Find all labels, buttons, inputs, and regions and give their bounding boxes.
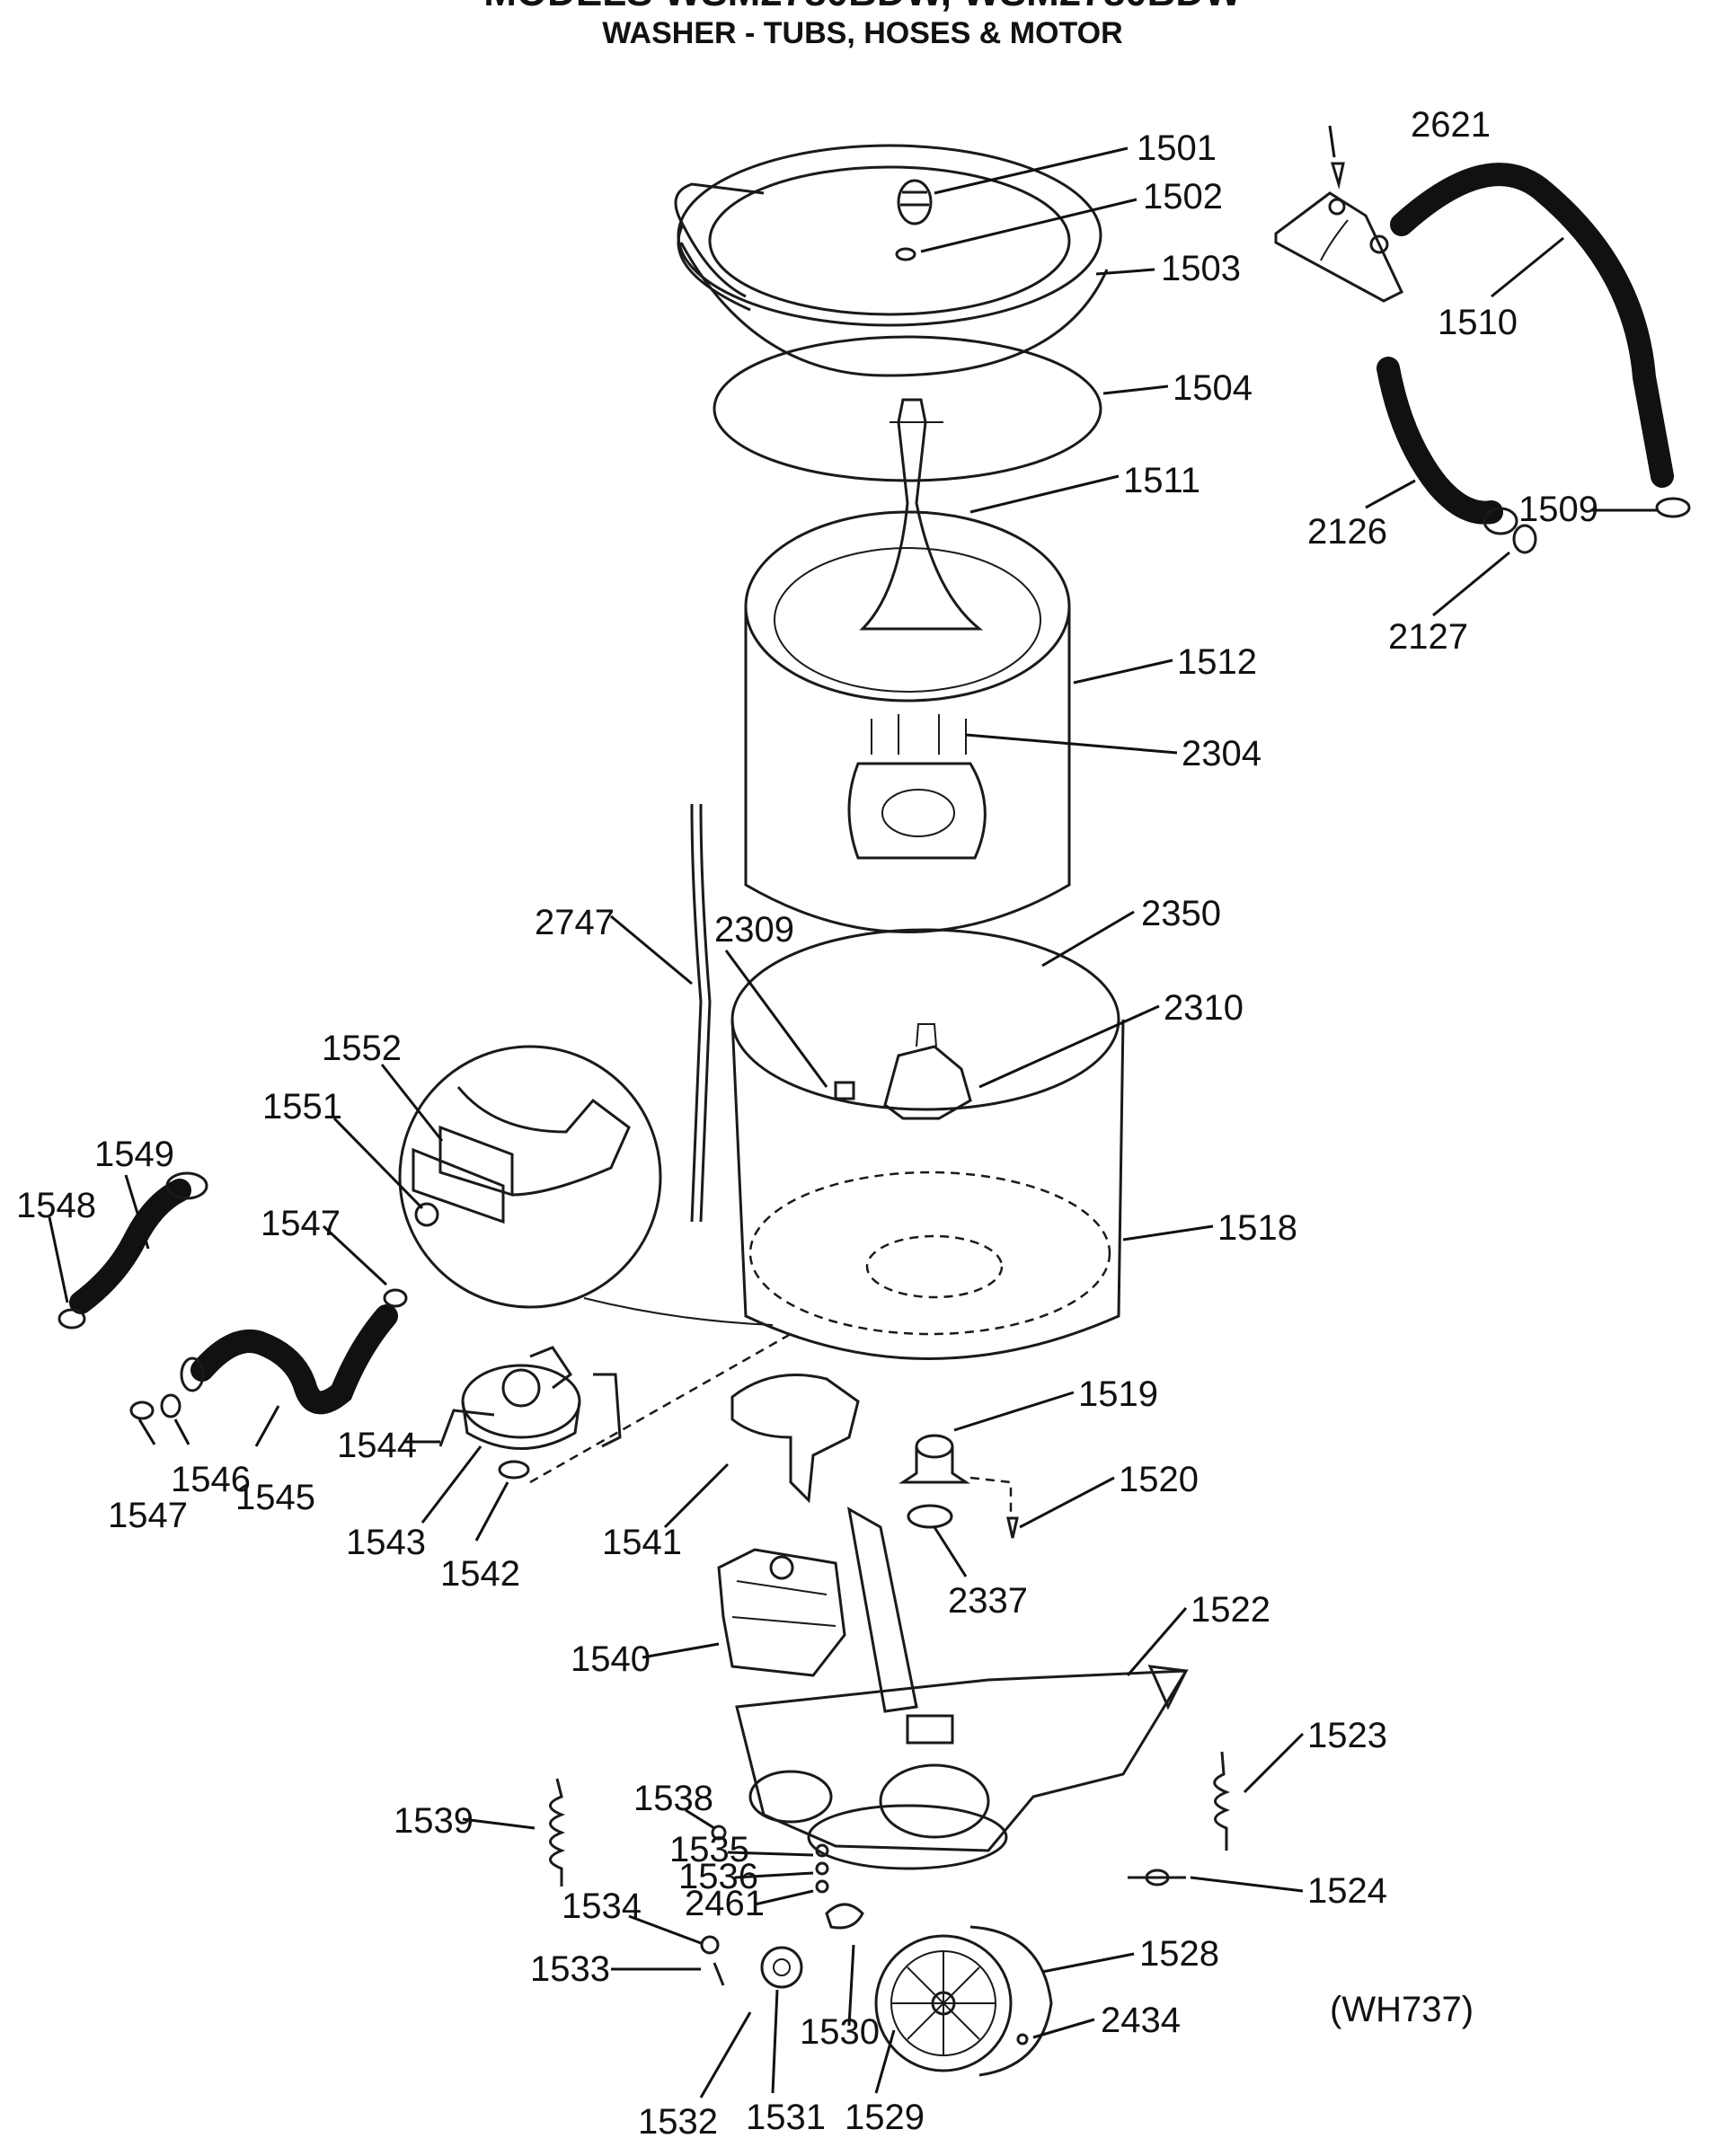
part-label: 1540 <box>571 1639 651 1679</box>
part-label: 2304 <box>1182 734 1261 773</box>
part-label: 1530 <box>800 2012 880 2052</box>
part-label: 2309 <box>714 910 794 950</box>
part-labels: 1501 1502 1503 1504 1509 1510 1511 1512 … <box>16 105 1598 2142</box>
pump-hoses <box>58 1171 408 1420</box>
part-label: 1520 <box>1119 1460 1199 1499</box>
part-label: 1549 <box>94 1135 174 1174</box>
part-label: 1534 <box>562 1886 642 1926</box>
part-label: 1504 <box>1173 368 1253 408</box>
part-label: 1522 <box>1191 1590 1270 1630</box>
part-label: 2621 <box>1411 105 1491 145</box>
outer-tub <box>744 398 1071 933</box>
part-label: 2127 <box>1388 617 1468 657</box>
motor-shield <box>730 1374 860 1504</box>
tub-cover <box>674 144 1109 377</box>
part-label: 1547 <box>261 1204 341 1243</box>
part-label: 2126 <box>1307 512 1387 552</box>
pulleys <box>700 1825 1053 2077</box>
pump <box>438 1332 792 1484</box>
part-label: 2310 <box>1164 988 1244 1028</box>
part-label: 1536 <box>678 1857 758 1896</box>
part-label: 1519 <box>1078 1374 1158 1414</box>
part-label: 1547 <box>108 1496 188 1535</box>
part-label: 1503 <box>1161 249 1241 288</box>
fill-hose-assembly <box>1274 162 1691 554</box>
part-label: 2434 <box>1101 2001 1181 2040</box>
part-label: 2337 <box>948 1581 1028 1621</box>
springs <box>549 1751 1231 1886</box>
part-drawings <box>58 144 1691 2077</box>
part-label: 1544 <box>337 1426 417 1465</box>
part-label: 1545 <box>235 1478 315 1517</box>
part-label: 1511 <box>1123 461 1200 500</box>
part-label: 1539 <box>394 1801 474 1841</box>
part-label: 1551 <box>262 1087 342 1127</box>
mounting-base <box>735 1507 1189 1870</box>
part-label: 1501 <box>1137 128 1217 168</box>
part-label: 2350 <box>1141 894 1221 933</box>
part-label: 1518 <box>1217 1208 1297 1248</box>
part-label: 1524 <box>1307 1871 1387 1911</box>
part-label: 1531 <box>746 2098 826 2137</box>
part-label: 1529 <box>845 2098 925 2137</box>
diagram-code: (WH737) <box>1330 1990 1474 2029</box>
part-label: 1541 <box>602 1523 682 1562</box>
part-label: 1546 <box>171 1460 251 1499</box>
part-label: 2461 <box>685 1884 765 1923</box>
tub-gasket <box>713 335 1102 482</box>
part-label: 1543 <box>346 1523 426 1562</box>
part-label: 1502 <box>1143 177 1223 216</box>
leader-lines <box>48 125 1658 2099</box>
part-label: 2747 <box>535 903 615 942</box>
part-label: 1512 <box>1177 642 1257 682</box>
detail-callout <box>398 1045 774 1326</box>
part-label: 1538 <box>633 1779 713 1818</box>
page-title: MODELS WSM2780BDW, WSM2780BDW <box>483 0 1242 14</box>
part-label: 1510 <box>1438 303 1518 342</box>
part-label: 1533 <box>530 1949 610 1989</box>
part-label: 1509 <box>1518 490 1598 529</box>
page-subtitle: WASHER - TUBS, HOSES & MOTOR <box>602 16 1122 50</box>
part-label: 1542 <box>440 1554 520 1594</box>
part-label: 1532 <box>638 2102 718 2142</box>
bearing <box>898 1434 1019 1539</box>
part-label: 1548 <box>16 1186 96 1225</box>
wash-basket <box>730 928 1125 1360</box>
part-label: 1535 <box>669 1830 749 1869</box>
motor <box>717 1548 846 1677</box>
part-label: 1523 <box>1307 1716 1387 1755</box>
part-label: 1528 <box>1139 1934 1219 1974</box>
part-label: 1552 <box>322 1029 402 1068</box>
tube <box>690 803 712 1223</box>
